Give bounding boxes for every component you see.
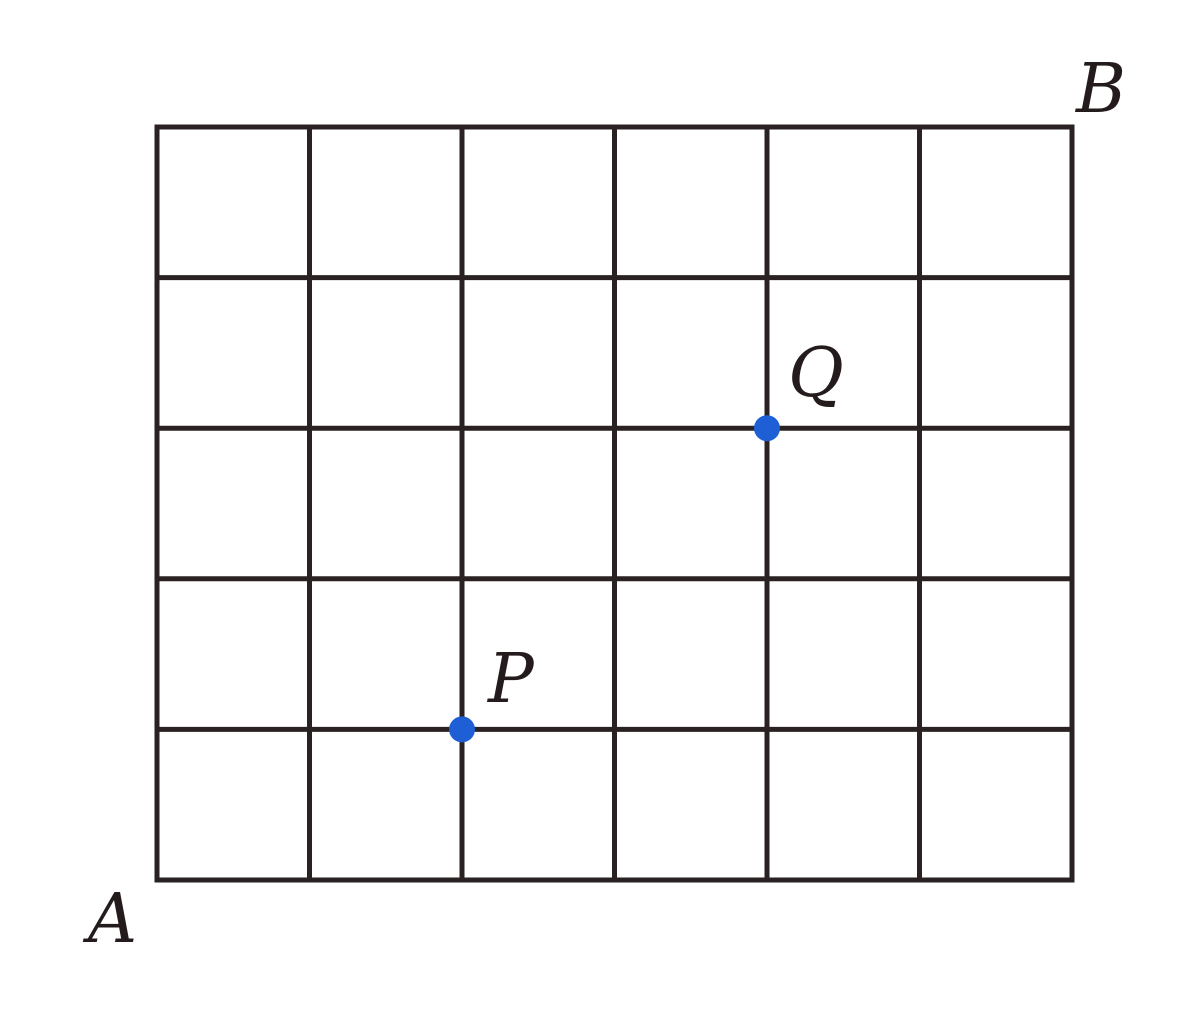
corner-label-a: A: [82, 880, 137, 959]
point-label-p: P: [486, 640, 535, 719]
point-q-marker: [754, 415, 780, 442]
point-labels: A B P Q: [82, 50, 1126, 959]
point-p-marker: [449, 716, 475, 743]
grid-lines: [154, 124, 1075, 883]
grid-points: [449, 415, 780, 743]
corner-label-b: B: [1074, 50, 1126, 129]
point-label-q: Q: [788, 334, 844, 413]
